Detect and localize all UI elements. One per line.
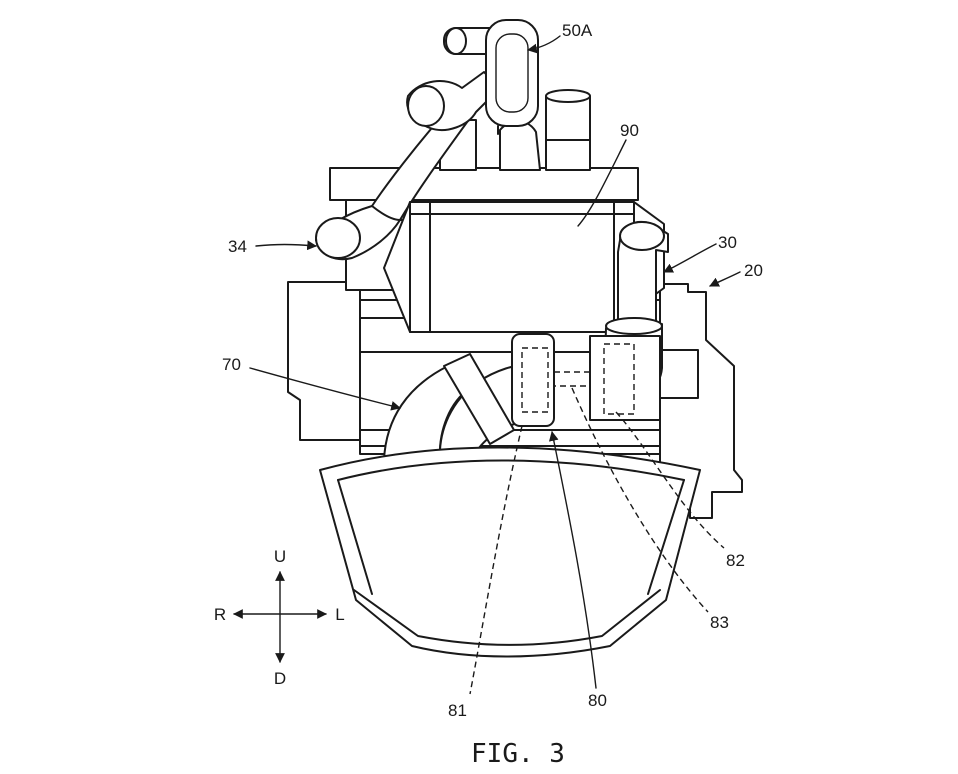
reference-labels: 50A 90 34 30 20 70 82 83 81 80: [222, 21, 763, 720]
label-20: 20: [744, 261, 763, 280]
label-81: 81: [448, 701, 467, 720]
direction-right-label: R: [214, 605, 226, 624]
component-70: [383, 353, 533, 463]
label-82: 82: [726, 551, 745, 570]
label-90: 90: [620, 121, 639, 140]
direction-left-label: L: [335, 605, 344, 624]
label-83: 83: [710, 613, 729, 632]
dashed-leaders: [469, 387, 725, 695]
component-80: [511, 333, 661, 427]
device-90: [383, 201, 665, 333]
leader-lines: [249, 35, 741, 689]
label-70: 70: [222, 355, 241, 374]
device-50a: [485, 19, 539, 135]
figure-caption: FIG. 3: [471, 739, 565, 769]
label-30: 30: [718, 233, 737, 252]
direction-indicator: U D R L: [214, 547, 345, 688]
direction-down-label: D: [274, 669, 286, 688]
label-80: 80: [588, 691, 607, 710]
direction-up-label: U: [274, 547, 286, 566]
pipe-34: [315, 27, 503, 261]
front-shroud: [319, 446, 701, 658]
label-34: 34: [228, 237, 247, 256]
label-50a: 50A: [562, 21, 593, 40]
